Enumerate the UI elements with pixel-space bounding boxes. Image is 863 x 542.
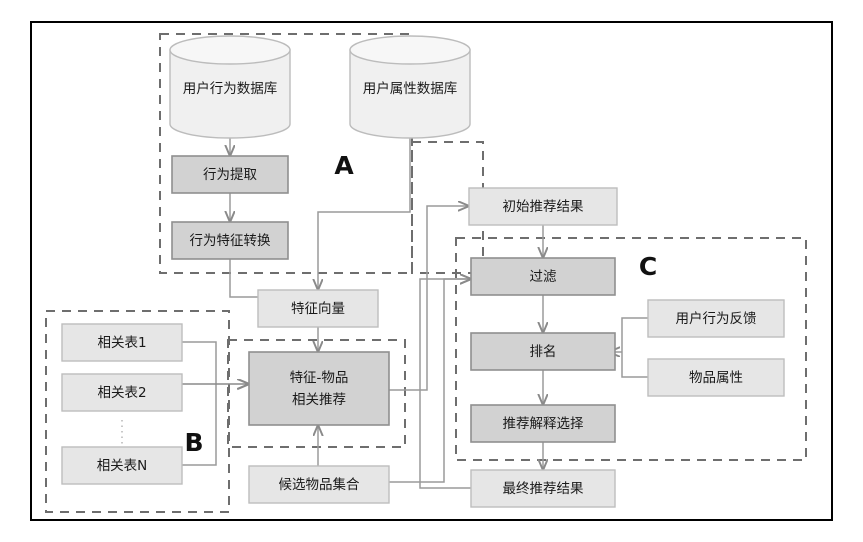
node-final-rec-result-label: 最终推荐结果 bbox=[503, 481, 584, 497]
node-relation-table-n[interactable]: 相关表N bbox=[61, 446, 183, 485]
node-user-attribute-db-label: 用户属性数据库 bbox=[363, 80, 458, 97]
node-candidate-item-set-label: 候选物品集合 bbox=[279, 477, 360, 493]
connector-feedback-to-ranking bbox=[621, 317, 648, 352]
group-c-upper-dashed-box bbox=[227, 339, 406, 448]
node-relation-table-1-label: 相关表1 bbox=[97, 335, 146, 351]
node-feature-vector-label: 特征向量 bbox=[291, 301, 345, 317]
node-user-behavior-db-label: 用户行为数据库 bbox=[183, 80, 278, 97]
connector-candidate-to-filter bbox=[389, 279, 471, 483]
connector-item-attribute-to-ranking bbox=[621, 352, 648, 378]
node-feature-item-recommendation[interactable]: 特征-物品 相关推荐 bbox=[248, 351, 390, 426]
node-feature-item-recommendation-label-line1: 特征-物品 bbox=[290, 370, 349, 386]
connector-rec-to-initial-result bbox=[389, 206, 469, 391]
connector-transform-to-feature-vector bbox=[229, 259, 258, 298]
node-relation-table-2[interactable]: 相关表2 bbox=[61, 373, 183, 412]
node-behavior-extraction-label: 行为提取 bbox=[203, 167, 257, 183]
node-user-behavior-feedback[interactable]: 用户行为反馈 bbox=[647, 299, 785, 338]
node-rec-explanation-select-label: 推荐解释选择 bbox=[503, 416, 584, 432]
connector-attribute-db-to-feature-vector bbox=[318, 137, 411, 290]
node-user-attribute-db[interactable]: 用户属性数据库 bbox=[349, 35, 471, 139]
node-feature-vector[interactable]: 特征向量 bbox=[257, 289, 379, 328]
node-user-behavior-feedback-label: 用户行为反馈 bbox=[676, 310, 757, 327]
node-user-behavior-db[interactable]: 用户行为数据库 bbox=[169, 35, 291, 139]
node-relation-table-1[interactable]: 相关表1 bbox=[61, 323, 183, 362]
node-item-attribute[interactable]: 物品属性 bbox=[647, 358, 785, 397]
node-behavior-extraction[interactable]: 行为提取 bbox=[171, 155, 289, 194]
connector-relation-table-n-bus bbox=[182, 384, 217, 466]
node-initial-rec-result[interactable]: 初始推荐结果 bbox=[468, 187, 618, 226]
node-relation-table-n-label: 相关表N bbox=[97, 458, 148, 474]
outer-frame bbox=[30, 21, 833, 521]
node-item-attribute-label: 物品属性 bbox=[689, 370, 743, 386]
node-behavior-feature-transform-label: 行为特征转换 bbox=[190, 233, 271, 249]
connector-final-result-feedback-loop bbox=[419, 279, 478, 489]
node-filter[interactable]: 过滤 bbox=[470, 257, 616, 296]
node-ranking-label: 排名 bbox=[530, 344, 557, 360]
node-rec-explanation-select[interactable]: 推荐解释选择 bbox=[470, 404, 616, 443]
group-letter-a: A bbox=[334, 151, 354, 180]
node-feature-item-recommendation-label-line2: 相关推荐 bbox=[292, 392, 346, 408]
group-letter-b: B bbox=[184, 428, 203, 457]
node-ranking[interactable]: 排名 bbox=[470, 332, 616, 371]
node-initial-rec-result-label: 初始推荐结果 bbox=[503, 198, 584, 215]
node-relation-table-2-label: 相关表2 bbox=[97, 385, 146, 401]
node-final-rec-result[interactable]: 最终推荐结果 bbox=[470, 469, 616, 508]
node-filter-label: 过滤 bbox=[530, 269, 558, 285]
group-letter-c: C bbox=[639, 252, 657, 281]
node-candidate-item-set[interactable]: 候选物品集合 bbox=[248, 465, 390, 504]
group-c-dashed-box bbox=[455, 237, 807, 461]
node-behavior-feature-transform[interactable]: 行为特征转换 bbox=[171, 221, 289, 260]
connector-relation-table-1-bus bbox=[182, 341, 217, 384]
